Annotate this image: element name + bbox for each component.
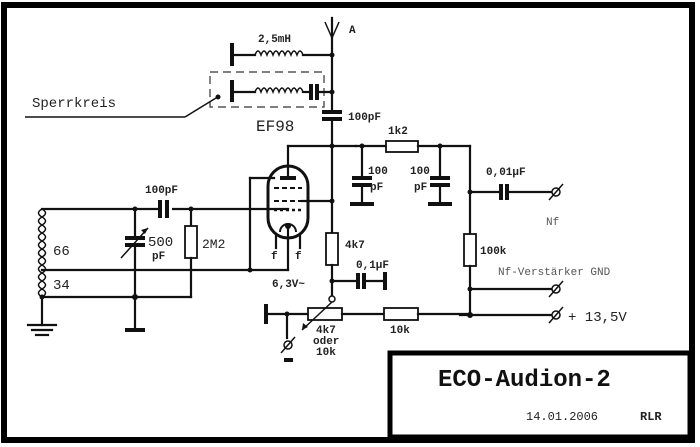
filter-cap2-value: 100 — [410, 166, 430, 178]
filter-cap1-value: 100 — [368, 166, 388, 178]
grid-capacitor — [158, 200, 172, 218]
title-text: ECO-Audion-2 — [438, 367, 611, 394]
supply-label: + 13,5V — [568, 310, 627, 326]
supply-terminal[interactable] — [548, 306, 564, 324]
load-resistor — [463, 233, 477, 267]
filament-pin-2: f — [295, 251, 302, 263]
trap-dashed-box — [209, 71, 325, 108]
heater-voltage: 6,3V~ — [272, 279, 305, 291]
ground-symbol — [26, 295, 58, 337]
var-cap-value: 500 — [148, 235, 173, 251]
amp-gnd-terminal[interactable] — [548, 280, 564, 298]
outer-frame — [1, 2, 695, 443]
filter-capacitor-2 — [428, 144, 452, 206]
screen-resistor — [325, 232, 339, 266]
amp-gnd-label: Nf-Verstärker GND — [498, 267, 611, 279]
series-resistor — [383, 307, 419, 321]
coil-turns-top: 66 — [53, 244, 70, 260]
pot-label-line2: oder — [313, 336, 339, 348]
grid-leak-label: 2M2 — [202, 237, 225, 252]
pot-label-line3: 10k — [316, 347, 336, 359]
choke-inductor — [230, 43, 335, 66]
potentiometer[interactable] — [264, 301, 343, 331]
trap-circuit — [215, 80, 335, 102]
tube-label: EF98 — [256, 118, 294, 136]
filter-res-label: 1k2 — [388, 126, 408, 138]
filter-cap2-unit: pF — [414, 182, 427, 194]
choke-label: 2,5mH — [258, 34, 291, 46]
filament-pin-1: f — [271, 251, 278, 263]
load-res-label: 100k — [480, 246, 507, 258]
grid-leak-resistor — [184, 225, 198, 259]
trap-label-leader — [184, 97, 217, 118]
minus-terminal[interactable] — [280, 336, 296, 354]
tank-coil — [37, 208, 47, 298]
variable-capacitor[interactable] — [120, 207, 149, 332]
series-res-label: 10k — [390, 325, 410, 337]
filter-cap1-unit: pF — [370, 182, 383, 194]
antenna-label: A — [349, 25, 356, 37]
screen-res-label: 4k7 — [345, 240, 365, 252]
author-text: RLR — [640, 410, 662, 424]
grid-cap-label: 100pF — [145, 185, 178, 197]
antenna-coupling-capacitor — [322, 110, 342, 242]
antenna-cap-label: 100pF — [348, 112, 381, 124]
trap-label: Sperrkreis — [32, 96, 116, 112]
filter-resistor — [385, 140, 419, 153]
nf-terminal[interactable] — [548, 183, 564, 201]
screen-capacitor — [330, 272, 387, 290]
pot-label-line1: 4k7 — [316, 325, 336, 337]
coil-turns-bottom: 34 — [53, 278, 70, 294]
filter-capacitor-1 — [350, 144, 374, 206]
antenna-symbol — [324, 16, 340, 114]
coupling-cap-label: 0,01µF — [486, 167, 526, 179]
output-coupling-capacitor — [468, 184, 555, 200]
nf-terminal-label: Nf — [546, 217, 559, 229]
var-cap-unit: pF — [152, 251, 165, 263]
title-block — [387, 350, 693, 440]
screen-cap-label: 0,1µF — [356, 260, 389, 272]
date-text: 14.01.2006 — [526, 410, 598, 424]
